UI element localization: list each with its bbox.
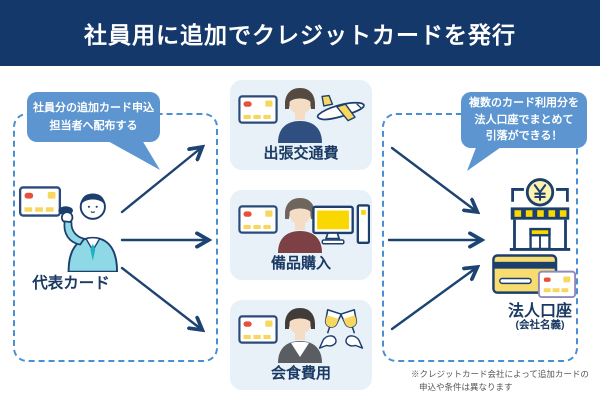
category-card-equipment: 備品購入 [230, 190, 372, 280]
corporate-credit-cards-icon [492, 254, 577, 299]
footnote-line2: 申込や条件は異なります [419, 381, 513, 392]
corporate-account-sublabel: (会社名義) [515, 319, 565, 331]
bubble-right-line2: 法人口座でまとめて [474, 113, 574, 126]
footnote: ※クレジットカード会社によって追加カードの 申込や条件は異なります [411, 368, 593, 394]
corporate-account-label: 法人口座 [507, 303, 572, 320]
category-label-travel: 出張交通費 [263, 145, 339, 162]
bubble-right-line1: 複数のカード利用分を [469, 97, 579, 110]
footnote-line1: ※クレジットカード会社によって追加カードの [411, 369, 589, 379]
employee-person-icon [278, 198, 322, 253]
category-card-travel: 出張交通費 [230, 80, 372, 170]
speech-bubble-right: 複数のカード利用分を 法人口座でまとめて 引落ができる！ [461, 92, 587, 148]
toast-glasses-icon [318, 309, 364, 349]
category-label-dining: 会食費用 [270, 365, 331, 382]
speech-bubble-left: 社員分の追加カード申込 担当者へ配布する [27, 92, 160, 142]
speech-bubble-left-tail-icon [106, 140, 160, 170]
desktop-computer-icon [312, 204, 370, 245]
credit-card-icon [238, 315, 278, 344]
bubble-left-line1: 社員分の追加カード申込 [33, 101, 154, 114]
bubble-right-line3: 引落ができる！ [485, 130, 563, 143]
airplane-icon [316, 94, 365, 122]
employee-person-icon [278, 308, 322, 363]
credit-card-icon [18, 186, 62, 217]
representative-person-icon [58, 193, 119, 272]
title-banner: 社員用に追加でクレジットカードを発行 [0, 0, 600, 66]
bank-building-icon [509, 178, 571, 251]
credit-card-icon [238, 95, 278, 124]
bubble-left-line2: 担当者へ配布する [49, 120, 138, 132]
credit-card-icon [238, 205, 278, 234]
page-title: 社員用に追加でクレジットカードを発行 [84, 22, 516, 48]
speech-bubble-right-tail-icon [467, 145, 504, 171]
category-card-dining: 会食費用 [230, 300, 372, 390]
representative-card-label: 代表カード [32, 275, 110, 292]
employee-person-icon [278, 88, 322, 143]
category-label-equipment: 備品購入 [270, 255, 331, 272]
